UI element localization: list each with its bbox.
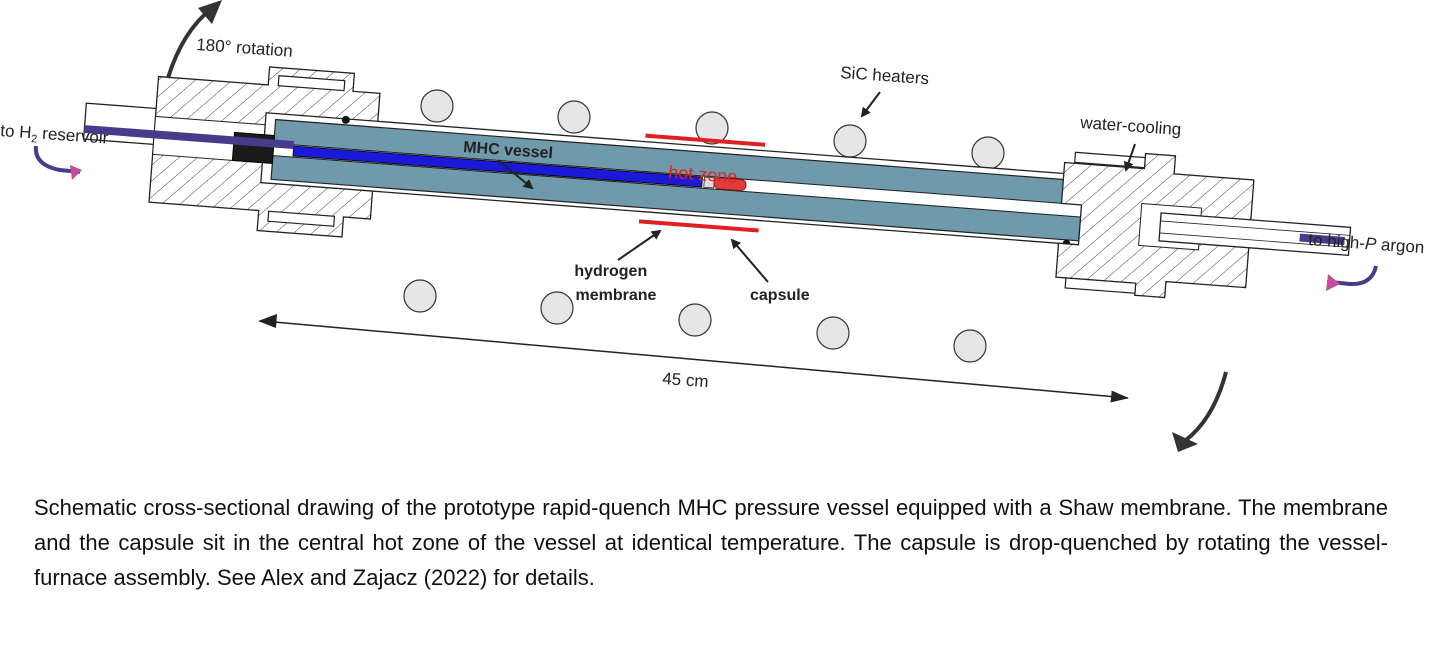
hydrogen-membrane-body <box>292 145 703 188</box>
left-flange-cap <box>267 210 336 227</box>
h2-connector <box>70 165 82 180</box>
membrane-pointer <box>617 229 662 261</box>
heater-rod <box>971 136 1005 170</box>
capsule-body <box>713 177 747 191</box>
rotation-arrowhead-top-icon <box>198 0 222 24</box>
argon-label: to high-P argon <box>1308 230 1425 257</box>
rotation-arrow-bottom-icon <box>1184 371 1228 442</box>
hot-zone-bar-top <box>645 133 766 147</box>
hot-zone-label: hot zone <box>668 162 738 187</box>
right-inner-line <box>1159 232 1350 248</box>
h2-supply-line <box>33 145 81 174</box>
heater-rod <box>557 100 591 134</box>
heater-rod <box>420 89 454 123</box>
vessel-assembly <box>82 66 1352 299</box>
capsule-label: capsule <box>750 287 810 304</box>
right-outer-tube <box>1158 212 1352 257</box>
hot-zone-bar-bottom <box>638 219 759 233</box>
length-dimension-line <box>273 321 1129 403</box>
length-label: 45 cm <box>662 369 710 391</box>
heater-rod <box>540 291 574 325</box>
water-cooling-pointer <box>1123 143 1136 172</box>
capsule-pointer <box>730 238 769 283</box>
left-flange-cap <box>277 75 346 92</box>
right-flange-cap <box>1064 277 1137 294</box>
water-cooling-label: water-cooling <box>1079 113 1182 139</box>
h2-reservoir-label: to H2 reservoir <box>0 121 109 151</box>
heater-rod <box>833 124 867 158</box>
mhc-vessel-label: MHC vessel <box>463 139 554 162</box>
heater-rod <box>678 303 712 337</box>
sic-heaters <box>403 89 1005 363</box>
right-gas-line <box>1299 233 1345 245</box>
mhc-vessel-pointer <box>497 159 534 190</box>
sic-heaters-label: SiC heaters <box>840 63 930 88</box>
left-gas-line <box>84 125 295 149</box>
hydrogen-membrane-label: hydrogen membrane <box>574 263 656 304</box>
o-ring <box>341 115 350 124</box>
heater-rod <box>403 279 437 313</box>
rotation-arrowhead-bottom-icon <box>1172 432 1198 452</box>
vessel-schematic: 180° rotation to H2 reservoir MHC vessel… <box>0 0 1425 452</box>
length-dimension-head-left <box>258 314 277 328</box>
argon-connector <box>1326 274 1340 291</box>
rotation-label: 180° rotation <box>196 35 294 61</box>
heater-rod <box>695 111 729 145</box>
argon-supply-line <box>1329 265 1378 287</box>
right-inner-line <box>1160 220 1350 236</box>
figure-caption: Schematic cross-sectional drawing of the… <box>34 495 1388 590</box>
heater-rod <box>816 316 850 350</box>
heater-rod <box>953 329 987 363</box>
sic-heater-pointer <box>860 91 881 118</box>
